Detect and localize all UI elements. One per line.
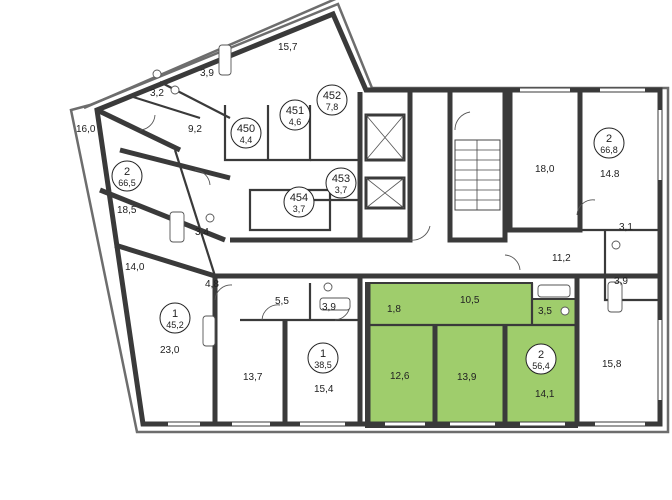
room-label: 3,9 — [322, 302, 336, 313]
room-label: 1,8 — [387, 304, 401, 315]
apartment-rooms: 2 — [538, 349, 544, 361]
apartment-badge-selected-2[interactable]: 2 56,4 — [525, 343, 557, 375]
unit-area: 3,7 — [293, 204, 306, 214]
room-labels: 15,7 3,9 3,2 16,0 9,2 18,5 3,4 14,0 4,8 … — [76, 42, 633, 400]
apartment-badge-west-2[interactable]: 2 66,5 — [111, 160, 143, 192]
apartment-area: 66,5 — [118, 178, 136, 188]
room-label: 15,7 — [278, 42, 298, 53]
room-label: 14,1 — [535, 389, 555, 400]
apartment-area: 56,4 — [532, 361, 550, 371]
stairwell — [454, 139, 501, 211]
unit-badge-454[interactable]: 454 3,7 — [283, 186, 315, 218]
unit-number: 453 — [332, 173, 350, 185]
room-label: 4,8 — [205, 279, 219, 290]
apartment-area: 38,5 — [314, 360, 332, 370]
unit-area: 4,6 — [289, 117, 302, 127]
unit-number: 454 — [290, 192, 308, 204]
room-label: 13,9 — [457, 372, 477, 383]
unit-number: 452 — [323, 90, 341, 102]
room-label: 16,0 — [76, 124, 96, 135]
unit-badge-452[interactable]: 452 7,8 — [316, 84, 348, 116]
elevator-shafts — [364, 113, 406, 210]
room-label: 15,4 — [314, 384, 334, 395]
room-label: 5,5 — [275, 296, 289, 307]
room-label: 3,9 — [200, 68, 214, 79]
fixtures — [152, 44, 623, 347]
room-label: 18,5 — [117, 205, 137, 216]
room-label: 13,7 — [243, 372, 263, 383]
apartment-rooms: 1 — [320, 348, 326, 360]
apartment-badge-center-1[interactable]: 1 38,5 — [307, 342, 339, 374]
room-label: 3,2 — [150, 88, 164, 99]
unit-area: 7,8 — [326, 102, 339, 112]
room-label: 3,4 — [195, 227, 209, 238]
unit-badge-453[interactable]: 453 3,7 — [325, 167, 357, 199]
room-label: 11,2 — [552, 253, 571, 264]
room-label: 15,8 — [602, 359, 622, 370]
room-label: 3,5 — [538, 306, 552, 317]
apartment-area: 66,8 — [600, 145, 618, 155]
unit-area: 4,4 — [240, 135, 253, 145]
outer-contour — [69, 0, 670, 434]
walls — [94, 10, 663, 427]
unit-badge-451[interactable]: 451 4,6 — [279, 99, 311, 131]
apartment-rooms: 1 — [172, 308, 178, 320]
unit-number: 451 — [286, 105, 304, 117]
room-label: 23,0 — [160, 345, 180, 356]
room-label: 3,9 — [614, 276, 628, 287]
windows — [168, 88, 662, 426]
room-label: 14.8 — [600, 169, 620, 180]
room-label: 10,5 — [460, 295, 480, 306]
apartment-rooms: 2 — [606, 133, 612, 145]
room-label: 3,1 — [619, 222, 633, 233]
unit-area: 3,7 — [335, 185, 348, 195]
apartment-area: 45,2 — [166, 320, 184, 330]
room-label: 9,2 — [188, 124, 202, 135]
unit-number: 450 — [237, 123, 255, 135]
room-label: 14,0 — [125, 262, 145, 273]
apartment-badge-west-1[interactable]: 1 45,2 — [159, 302, 191, 334]
apartment-rooms: 2 — [124, 166, 130, 178]
unit-badge-450[interactable]: 450 4,4 — [230, 117, 262, 149]
room-label: 18,0 — [535, 164, 555, 175]
room-label: 12,6 — [390, 371, 410, 382]
apartment-badge-east-2[interactable]: 2 66,8 — [593, 127, 625, 159]
